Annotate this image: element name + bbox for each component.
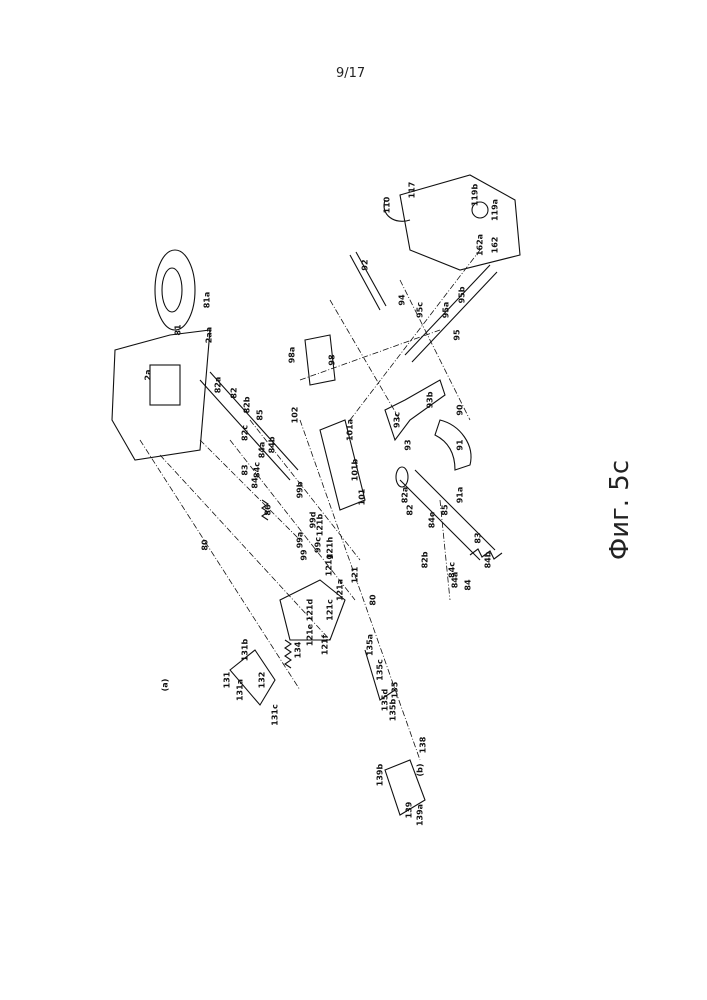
reference-label: 121f: [321, 635, 330, 655]
figure-caption: Фиг. 5с: [605, 460, 635, 560]
reference-label: 138: [419, 737, 428, 754]
reference-label: 91a: [456, 487, 465, 504]
reference-label: 82a: [214, 377, 223, 394]
reference-label: 85: [441, 504, 450, 515]
reference-label: 84: [251, 477, 260, 488]
reference-label: 131b: [241, 639, 250, 661]
reference-label: 2a: [144, 370, 153, 381]
reference-label: 132: [258, 672, 267, 689]
reference-label: 135a: [366, 634, 375, 656]
reference-label: 162a: [476, 234, 485, 256]
reference-label: 94: [398, 294, 407, 305]
reference-label: 139a: [416, 804, 425, 826]
reference-label: 82b: [421, 552, 430, 569]
reference-label: 99c: [314, 537, 323, 553]
reference-label: 119b: [471, 184, 480, 206]
reference-label: 119a: [491, 199, 500, 221]
reference-label: 162: [491, 237, 500, 254]
reference-label: 121b: [316, 514, 325, 536]
reference-label: 110: [383, 197, 392, 214]
spring-134: [285, 640, 291, 668]
reference-label: 95: [453, 329, 462, 340]
reference-label: 135b: [389, 699, 398, 721]
reference-label: 99: [300, 549, 309, 560]
plate-2a: [112, 330, 210, 460]
reference-label: 81: [174, 324, 183, 335]
reference-label: 121g: [325, 554, 334, 576]
reference-label: 84b: [268, 437, 277, 454]
reference-label: 80: [369, 594, 378, 605]
reference-label: 131a: [236, 679, 245, 701]
reference-label: 131c: [271, 704, 280, 725]
reference-label: 95b: [458, 287, 467, 304]
plate-window: [150, 365, 180, 405]
reference-label: 93c: [393, 412, 402, 428]
reference-label: 121e: [306, 624, 315, 646]
reference-label: 84a: [258, 442, 267, 459]
reference-label: 135: [391, 682, 400, 699]
reference-label: 86: [264, 504, 273, 515]
reference-label: 93: [404, 439, 413, 450]
reference-label: 82c: [241, 425, 250, 441]
reference-label: 117: [408, 182, 417, 199]
reference-label: 98a: [288, 347, 297, 364]
part-91: [435, 420, 471, 470]
reference-label: 101b: [351, 459, 360, 481]
reference-label: 139: [405, 802, 414, 819]
reference-label: 82: [406, 504, 415, 515]
reference-label: 82: [230, 387, 239, 398]
pulley-81: [155, 250, 195, 330]
subfigure-b-label: (b): [416, 763, 425, 776]
reference-label: 84e: [428, 512, 437, 529]
reference-label: 90: [456, 404, 465, 415]
pulley-hub: [162, 268, 182, 312]
reference-label: 135c: [376, 659, 385, 680]
reference-label: 85: [256, 409, 265, 420]
reference-label: 2aa: [205, 327, 214, 343]
reference-label: 84: [464, 579, 473, 590]
reference-label: 95a: [442, 302, 451, 319]
reference-label: 121c: [326, 599, 335, 620]
reference-label: 121d: [306, 599, 315, 621]
reference-label: 83: [474, 532, 483, 543]
reference-label: 95c: [416, 302, 425, 318]
reference-label: 84b: [484, 552, 493, 569]
reference-label: 99a: [296, 532, 305, 549]
reference-label: 134: [294, 642, 303, 659]
reference-label: 121a: [336, 579, 345, 601]
reference-label: 139b: [376, 764, 385, 786]
reference-label: 99b: [296, 482, 305, 499]
reference-label: 83: [241, 464, 250, 475]
reference-label: 84a: [451, 572, 460, 589]
reference-label: 82b: [243, 397, 252, 414]
reference-label: 101: [358, 489, 367, 506]
shaft-end: [396, 467, 408, 487]
reference-label: 101a: [346, 419, 355, 441]
reference-label: 82a: [401, 487, 410, 504]
reference-label: 131: [223, 672, 232, 689]
reference-label: 121: [351, 567, 360, 584]
reference-label: 81a: [203, 292, 212, 309]
reference-label: 80: [201, 539, 210, 550]
reference-label: 92: [361, 259, 370, 270]
subfigure-a-label: (a): [161, 679, 170, 692]
assembly-110: [400, 175, 520, 270]
reference-label: 102: [291, 407, 300, 424]
reference-label: 91: [456, 439, 465, 450]
reference-label: 98: [328, 354, 337, 365]
reference-label: 84c: [253, 462, 262, 478]
construction-lines: [140, 250, 480, 760]
reference-label: 93b: [426, 392, 435, 409]
